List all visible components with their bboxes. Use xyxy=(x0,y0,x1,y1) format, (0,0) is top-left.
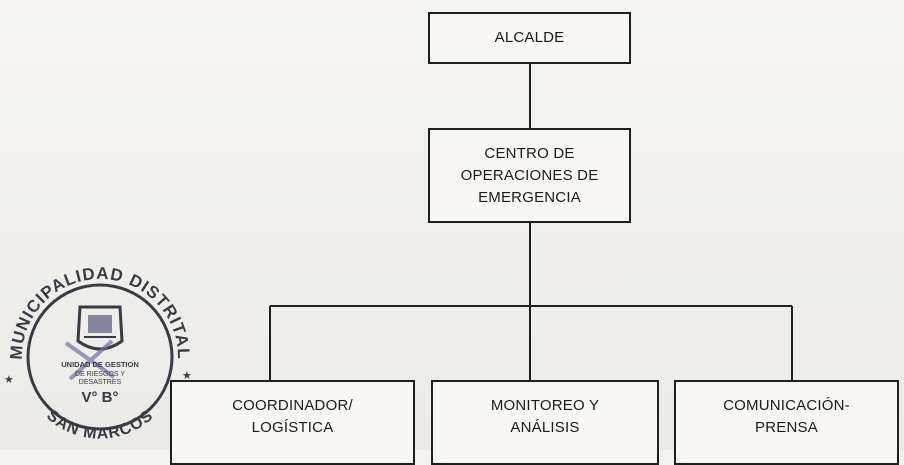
coordinador-logistica-box: COORDINADOR/ LOGÍSTICA xyxy=(170,380,415,465)
monitoreo-analisis-label: MONITOREO Y ANÁLISIS xyxy=(490,397,600,436)
centro-operaciones-box: CENTRO DE OPERACIONES DE EMERGENCIA xyxy=(428,128,631,223)
monitoreo-analisis-box: MONITOREO Y ANÁLISIS xyxy=(431,380,659,465)
alcalde-box: ALCALDE xyxy=(428,12,631,64)
seal-star-left-icon: ★ xyxy=(4,374,14,386)
seal-outer-bottom-text: SAN MARCOS xyxy=(43,407,157,443)
alcalde-label: ALCALDE xyxy=(494,29,565,46)
comunicacion-prensa-box: COMUNICACIÓN- PRENSA xyxy=(674,380,899,465)
municipal-seal-stamp: MUNICIPALIDAD DISTRITAL SAN MARCOS UNIDA… xyxy=(4,264,193,443)
seal-inner-text-3: DESASTRES xyxy=(79,379,122,386)
seal-inner-text: UNIDAD DE GESTION xyxy=(61,360,139,369)
seal-outer-top-text: MUNICIPALIDAD DISTRITAL xyxy=(7,264,193,360)
seal-star-right-icon: ★ xyxy=(182,370,192,382)
centro-operaciones-label: CENTRO DE OPERACIONES DE EMERGENCIA xyxy=(460,144,599,206)
coordinador-logistica-label: COORDINADOR/ LOGÍSTICA xyxy=(232,397,353,436)
seal-signature-mark-icon xyxy=(64,339,116,381)
org-chart-connectors xyxy=(269,64,793,380)
comunicacion-prensa-label: COMUNICACIÓN- PRENSA xyxy=(723,397,850,436)
seal-crest-icon xyxy=(76,305,124,351)
seal-vb-mark: V° B° xyxy=(81,389,118,406)
seal-inner-text-2: DE RIESGOS Y xyxy=(75,371,125,378)
